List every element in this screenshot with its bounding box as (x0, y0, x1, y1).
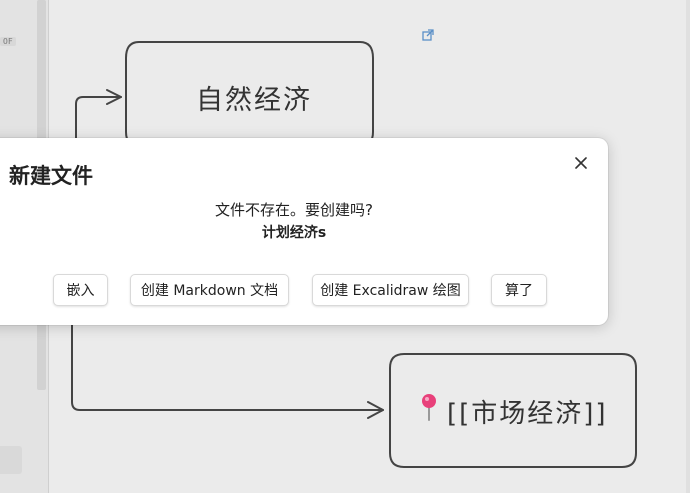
create-excalidraw-button[interactable]: 创建 Excalidraw 绘图 (312, 274, 469, 306)
arrow-to-bottom-node (71, 324, 384, 411)
dialog-filename: 计划经济s (261, 225, 327, 241)
arrowhead-top (106, 89, 122, 105)
external-link-icon[interactable] (421, 28, 435, 42)
arrow-to-top-node (75, 96, 122, 141)
close-icon[interactable] (570, 152, 592, 174)
sidebar-badge: OF (0, 37, 16, 46)
pushpin-icon (422, 394, 436, 421)
bottom-node-box (389, 353, 637, 468)
bottom-node-label[interactable]: [[市场经济]] (447, 399, 608, 429)
arrowhead-bottom (367, 401, 384, 419)
right-scrollbar[interactable] (686, 0, 690, 493)
create-markdown-button[interactable]: 创建 Markdown 文档 (130, 274, 289, 306)
top-node-label: 自然经济 (196, 85, 312, 116)
dialog-message: 文件不存在。要创建吗? (215, 201, 373, 219)
excalidraw-canvas[interactable]: 自然经济 [[市场经济]] (49, 0, 690, 493)
cancel-button[interactable]: 算了 (491, 274, 547, 306)
new-file-dialog: 新建文件 文件不存在。要创建吗? 计划经济s 嵌入 创建 Markdown 文档… (0, 138, 608, 325)
sidebar-bottom-item[interactable] (0, 446, 22, 474)
dialog-title: 新建文件 (9, 164, 93, 188)
embed-button[interactable]: 嵌入 (53, 274, 108, 306)
